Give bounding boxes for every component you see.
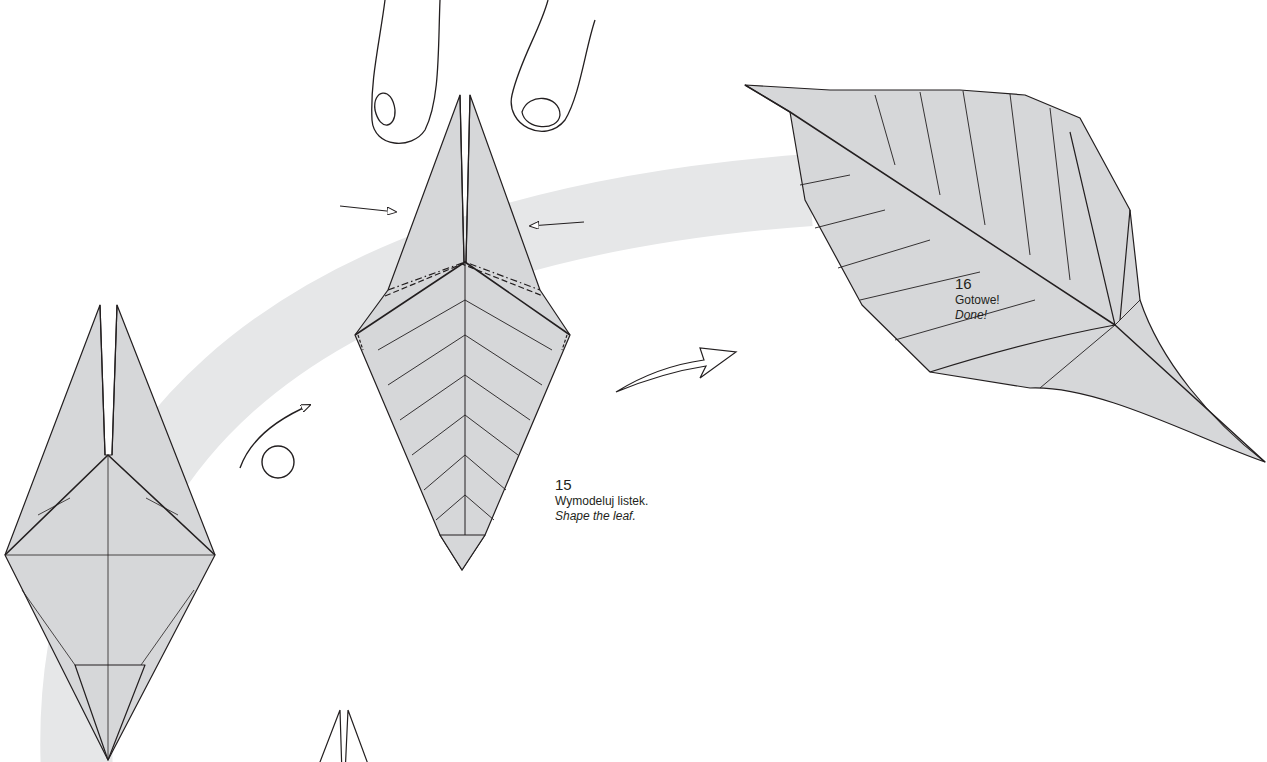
push-arrows — [340, 206, 584, 226]
next-step-arrow — [616, 348, 736, 392]
turn-over-symbol — [240, 405, 310, 478]
step-14-figure — [5, 305, 215, 760]
next-page-figure — [315, 710, 372, 762]
fingers — [372, 0, 595, 143]
instruction-text: Wymodeluj listek. — [555, 494, 648, 508]
instruction-text-english: Done! — [955, 308, 987, 322]
step-15-figure — [355, 95, 570, 570]
instruction-text-english: Shape the leaf. — [555, 509, 636, 523]
step-16-leaf — [745, 85, 1265, 462]
step-number: 15 — [555, 476, 572, 494]
instruction-text: Gotowe! — [955, 293, 1000, 307]
step-number: 16 — [955, 275, 972, 293]
